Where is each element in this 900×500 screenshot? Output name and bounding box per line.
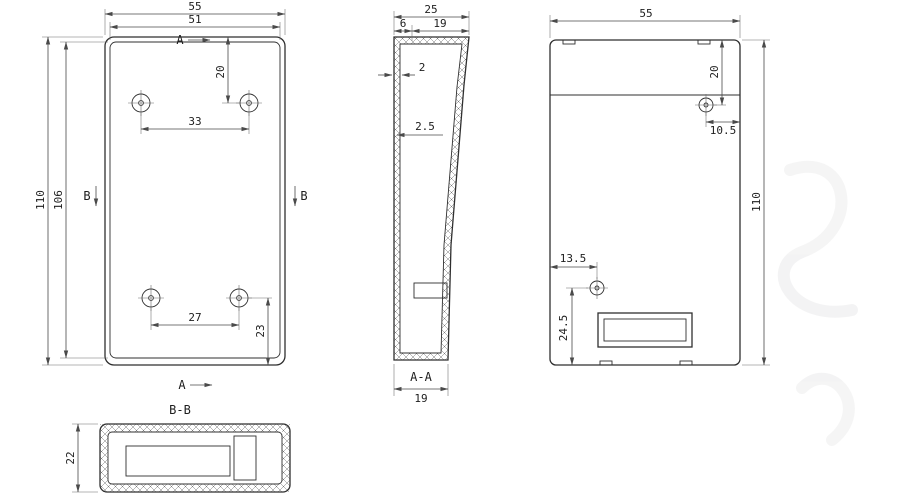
dim-front-hole-bottom-offset: 23 [254, 324, 267, 337]
hole-bottom-right [226, 285, 252, 311]
dim-front-hole-bottom-spacing: 27 [188, 311, 201, 324]
dim-back-slot-offset: 24.5 [557, 315, 570, 342]
section-bb-hatch [100, 424, 290, 492]
dim-back-hole-top-offset: 20 [708, 65, 721, 78]
dim-section-total-width: 25 [424, 3, 437, 16]
section-marker-b-right: B [300, 189, 307, 203]
dim-back-hole-right-offset: 10.5 [710, 124, 737, 137]
dim-front-hole-top-spacing: 33 [188, 115, 201, 128]
dim-front-height-outer: 110 [34, 190, 47, 210]
dim-back-width: 55 [639, 7, 652, 20]
section-aa-outer-outline [393, 36, 470, 361]
dim-section-opening: 19 [433, 17, 446, 30]
section-aa-internal-boss [413, 282, 448, 299]
back-view: 55 110 20 10.5 13.5 24.5 [549, 7, 770, 366]
section-bb-slot [125, 445, 231, 477]
dim-section-bb-depth: 22 [64, 451, 77, 464]
section-aa-dimension-lines [378, 14, 470, 392]
back-outline [549, 39, 741, 366]
dim-front-height-inner: 106 [52, 190, 65, 210]
hole-top-left [128, 90, 154, 116]
dim-front-hole-top-offset: 20 [214, 65, 227, 78]
dim-section-wall-side: 2.5 [415, 120, 435, 133]
section-aa-view: 25 6 19 2 2.5 A-A 19 [378, 3, 470, 405]
hole-bottom-left [138, 285, 164, 311]
dim-front-width-outer: 55 [188, 0, 201, 13]
back-slot [597, 312, 693, 348]
front-extension-lines [42, 9, 286, 366]
section-aa-inner-outline [399, 43, 463, 354]
section-bb-outer-outline [99, 423, 291, 493]
section-aa-extension-lines [393, 11, 470, 396]
dim-section-bottom-width: 19 [414, 392, 427, 405]
section-bb-boss [233, 435, 257, 481]
section-marker-b-left: B [83, 189, 90, 203]
dim-front-width-inner: 51 [188, 13, 201, 26]
section-marker-a-bottom: A [178, 378, 186, 392]
section-marker-a-top: A [176, 33, 184, 47]
section-aa-hatch [394, 37, 469, 360]
dim-back-hole-left-offset: 13.5 [560, 252, 587, 265]
dim-section-wall-front: 2 [419, 61, 426, 74]
section-bb-inner-outline [107, 431, 283, 485]
watermark [777, 160, 858, 446]
front-dimension-lines [45, 11, 286, 366]
section-arrows [93, 37, 298, 388]
back-dimension-lines [549, 18, 767, 366]
section-bb-label: B-B [169, 403, 191, 417]
front-outline [104, 36, 286, 366]
front-view: 55 51 110 106 20 33 27 23 A A B B [34, 0, 308, 392]
back-hole-bottom [586, 277, 608, 299]
section-bb-view: B-B 22 [64, 403, 291, 493]
dim-back-height: 110 [750, 192, 763, 212]
section-aa-label: A-A [410, 370, 432, 384]
dim-section-lip: 6 [400, 17, 407, 30]
